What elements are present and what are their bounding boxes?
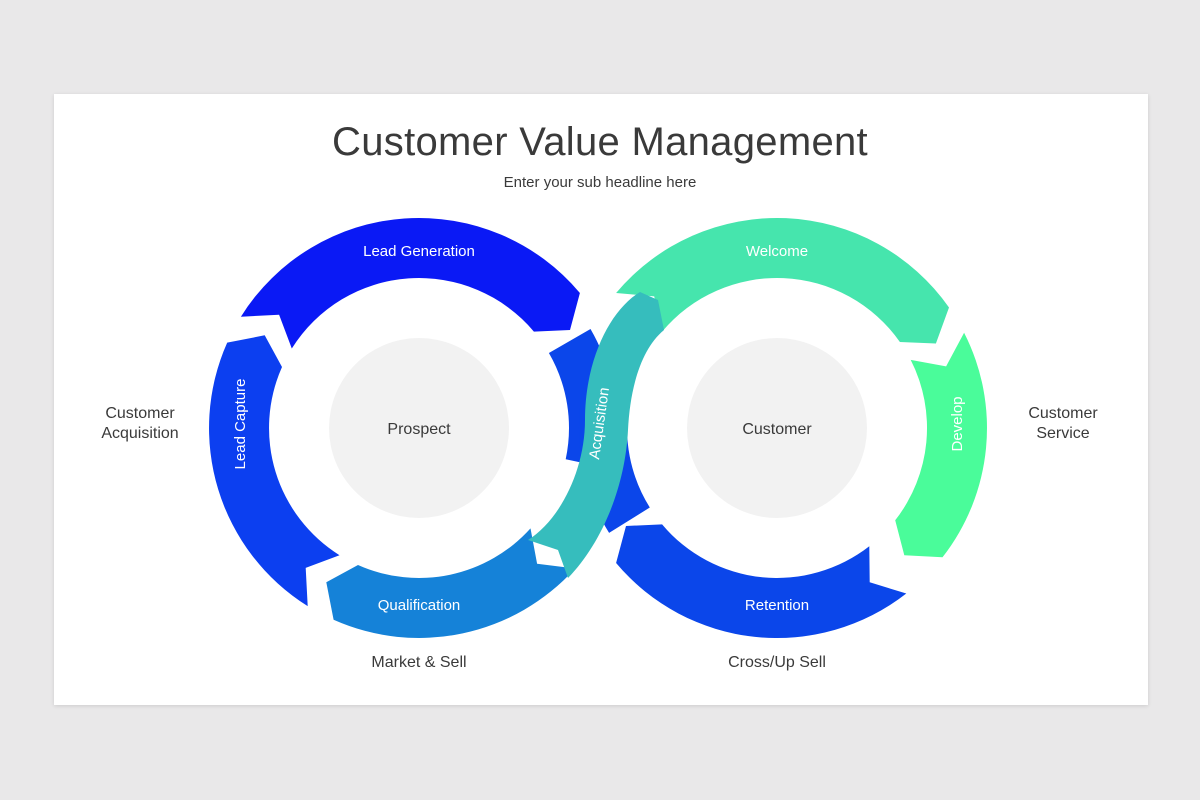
lead-generation-segment (240, 217, 580, 349)
prospect-center-label: Prospect (387, 421, 451, 438)
prospect-center-circle (329, 338, 509, 518)
left-side-label-line2: Acquisition (101, 425, 179, 442)
retention-segment (616, 524, 907, 639)
right-bottom-label: Cross/Up Sell (728, 654, 826, 671)
acquisition-bridge-segment (528, 292, 664, 578)
develop-label: Develop (949, 396, 966, 451)
left-side-label: Customer Acquisition (60, 404, 220, 444)
qualification-label: Qualification (378, 597, 461, 614)
customer-center-circle (687, 338, 867, 518)
page-subtitle: Enter your sub headline here (503, 174, 697, 191)
lead-generation-label: Lead Generation (363, 243, 475, 260)
welcome-segment (616, 217, 949, 344)
right-side-label-line2: Service (1036, 425, 1090, 442)
left-side-label-line1: Customer (105, 405, 175, 422)
right-side-label: Customer Service (983, 404, 1143, 444)
lead-capture-label: Lead Capture (232, 379, 249, 470)
retention-label: Retention (745, 597, 809, 614)
develop-segment (895, 332, 987, 558)
page-title: Customer Value Management (332, 120, 868, 164)
qualification-segment (326, 528, 576, 638)
customer-center-label: Customer (742, 421, 812, 438)
welcome-label: Welcome (746, 243, 808, 260)
right-side-label-line1: Customer (1028, 405, 1098, 422)
lead-capture-segment (209, 335, 340, 607)
left-bottom-label: Market & Sell (371, 654, 467, 671)
